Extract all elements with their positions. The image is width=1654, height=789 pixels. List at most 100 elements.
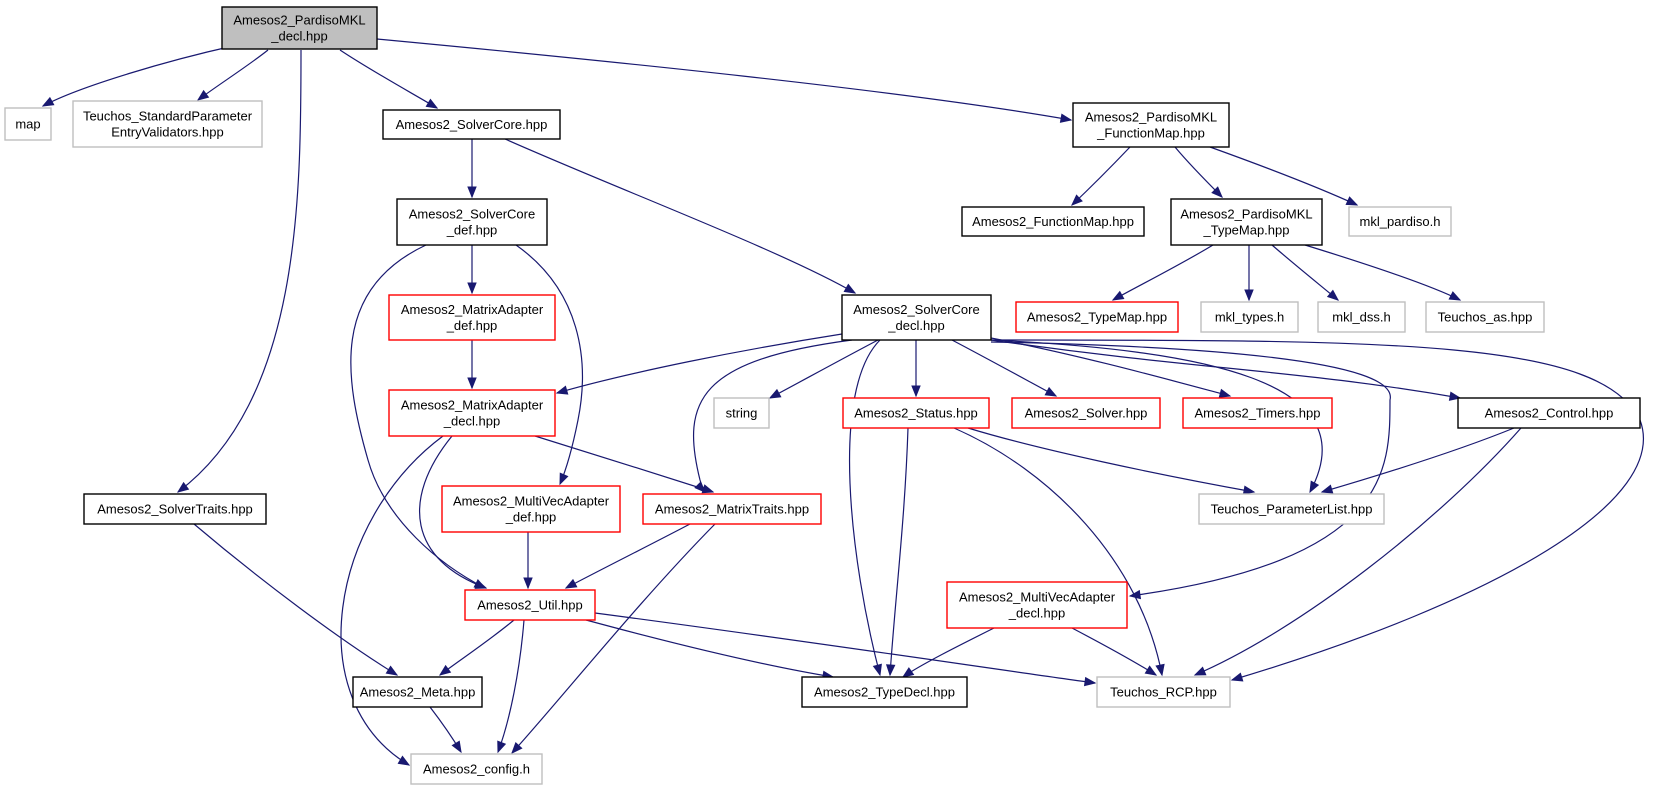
edge-root-to-map	[41, 45, 234, 107]
edge-line	[902, 627, 995, 678]
node-box	[1011, 397, 1161, 429]
node-matrixadapter-def[interactable]: Amesos2_MatrixAdapter_def.hpp	[388, 294, 556, 341]
node-control[interactable]: Amesos2_Control.hpp	[1457, 397, 1641, 429]
edge-line	[1304, 244, 1461, 301]
node-status[interactable]: Amesos2_Status.hpp	[842, 397, 990, 429]
edge-matrixadapter_decl-to-util	[419, 435, 488, 589]
edge-line	[556, 333, 843, 394]
node-solver[interactable]: Amesos2_Solver.hpp	[1011, 397, 1161, 429]
node-label-line: Amesos2_Util.hpp	[477, 598, 583, 613]
node-box	[642, 493, 822, 525]
node-label-line: _FunctionMap.hpp	[1096, 126, 1205, 141]
edge-arrowhead	[1071, 194, 1083, 206]
edge-matrixtraits-to-config	[511, 523, 716, 754]
edge-solvercore-to-solvercore_decl	[504, 138, 857, 294]
edge-arrowhead	[843, 283, 857, 294]
edge-arrowhead	[555, 385, 569, 395]
node-label-line: Amesos2_TypeDecl.hpp	[814, 685, 955, 700]
edge-arrowhead	[41, 96, 55, 107]
edge-arrowhead	[385, 665, 399, 676]
edge-solvercore_def-to-matrixadapter_def	[467, 245, 477, 295]
node-label-line: Teuchos_as.hpp	[1438, 310, 1533, 325]
edge-meta-to-config	[429, 706, 462, 754]
edge-line	[889, 427, 909, 676]
edge-arrowhead	[176, 481, 190, 493]
node-solvercore-def[interactable]: Amesos2_SolverCore_def.hpp	[396, 198, 548, 246]
edge-line	[42, 45, 234, 107]
node-box	[464, 589, 596, 621]
node-box	[1317, 301, 1406, 333]
edge-arrowhead	[1345, 196, 1359, 206]
edge-line	[990, 337, 1231, 397]
node-meta[interactable]: Amesos2_Meta.hpp	[352, 676, 483, 708]
node-box	[1348, 206, 1452, 237]
node-matrixtraits[interactable]: Amesos2_MatrixTraits.hpp	[642, 493, 822, 525]
node-label-line: _def.hpp	[446, 223, 498, 238]
edge-arrowhead	[1044, 386, 1058, 397]
edge-line	[1194, 427, 1522, 676]
edge-solvercore_decl-to-status	[911, 339, 921, 398]
node-typedecl[interactable]: Amesos2_TypeDecl.hpp	[801, 676, 968, 708]
edge-line	[585, 619, 834, 678]
node-label-line: Amesos2_Status.hpp	[854, 406, 978, 421]
edge-solvercore_decl-to-typedecl	[848, 339, 882, 677]
edge-line	[1071, 146, 1131, 206]
edge-arrowhead	[196, 89, 210, 101]
edge-arrowhead	[872, 663, 882, 677]
edge-matrixadapter_decl-to-matrixtraits	[534, 435, 715, 494]
node-label-line: Amesos2_MultiVecAdapter	[959, 590, 1116, 605]
node-box	[842, 397, 990, 429]
node-label-line: Amesos2_PardisoMKL	[233, 13, 365, 28]
node-label-line: Amesos2_Timers.hpp	[1195, 406, 1321, 421]
node-teuchos-plist: Teuchos_ParameterList.hpp	[1198, 493, 1385, 525]
edge-arrowhead	[694, 481, 706, 493]
node-mkl-dss: mkl_dss.h	[1317, 301, 1406, 333]
node-string: string	[713, 397, 770, 429]
node-box	[388, 389, 556, 437]
node-solvercore-decl[interactable]: Amesos2_SolverCore_decl.hpp	[841, 294, 992, 341]
node-functionmap[interactable]: Amesos2_FunctionMap.hpp	[961, 206, 1145, 237]
node-box	[1072, 102, 1230, 148]
node-root[interactable]: Amesos2_PardisoMKL_decl.hpp	[221, 6, 378, 50]
edge-control-to-teuchos_rcp	[1193, 427, 1522, 676]
edge-arrowhead	[1309, 480, 1320, 494]
node-pmkl-fmap[interactable]: Amesos2_PardisoMKL_FunctionMap.hpp	[1072, 102, 1230, 148]
edge-root-to-teuchos_spev	[196, 49, 269, 101]
node-solvertraits[interactable]: Amesos2_SolverTraits.hpp	[83, 493, 267, 525]
edge-multivec_decl-to-typedecl	[901, 627, 995, 678]
node-typemap[interactable]: Amesos2_TypeMap.hpp	[1015, 301, 1179, 333]
edge-line	[439, 619, 515, 676]
node-teuchos-spev: Teuchos_StandardParameterEntryValidators…	[72, 100, 263, 148]
node-pmkl-tmap[interactable]: Amesos2_PardisoMKL_TypeMap.hpp	[1170, 198, 1323, 246]
edge-pmkl_tmap-to-typemap	[1111, 244, 1214, 301]
nodes-layer: Amesos2_PardisoMKL_decl.hppmapTeuchos_St…	[4, 6, 1641, 785]
node-solvercore[interactable]: Amesos2_SolverCore.hpp	[382, 109, 561, 140]
edge-line	[769, 339, 879, 399]
node-box	[841, 294, 992, 341]
node-multivec-decl[interactable]: Amesos2_MultiVecAdapter_decl.hpp	[946, 581, 1128, 629]
node-multivec-def[interactable]: Amesos2_MultiVecAdapter_def.hpp	[441, 485, 621, 533]
edge-solvercore_decl-to-multivec_decl	[990, 341, 1391, 600]
edge-arrowhead	[1320, 484, 1334, 494]
node-label-line: _decl.hpp	[270, 29, 327, 44]
node-box	[382, 109, 561, 140]
edge-arrowhead	[1111, 290, 1125, 301]
edge-arrowhead	[564, 578, 578, 589]
node-label-line: Amesos2_PardisoMKL	[1085, 110, 1217, 125]
node-label-line: _TypeMap.hpp	[1202, 223, 1289, 238]
edge-arrowhead	[467, 377, 477, 390]
node-label-line: Amesos2_Control.hpp	[1485, 406, 1614, 421]
node-label-line: Amesos2_config.h	[423, 762, 530, 777]
edge-root-to-solvercore	[339, 49, 439, 109]
node-label-line: Amesos2_MatrixAdapter	[401, 302, 544, 317]
edge-line	[848, 339, 881, 676]
edge-line	[990, 339, 1323, 493]
node-box	[72, 100, 263, 148]
node-box	[396, 198, 548, 246]
node-label-line: Amesos2_MatrixTraits.hpp	[655, 502, 809, 517]
edge-line	[376, 38, 1072, 121]
node-timers[interactable]: Amesos2_Timers.hpp	[1182, 397, 1333, 429]
node-util[interactable]: Amesos2_Util.hpp	[464, 589, 596, 621]
node-matrixadapter-decl[interactable]: Amesos2_MatrixAdapter_decl.hpp	[388, 389, 556, 437]
